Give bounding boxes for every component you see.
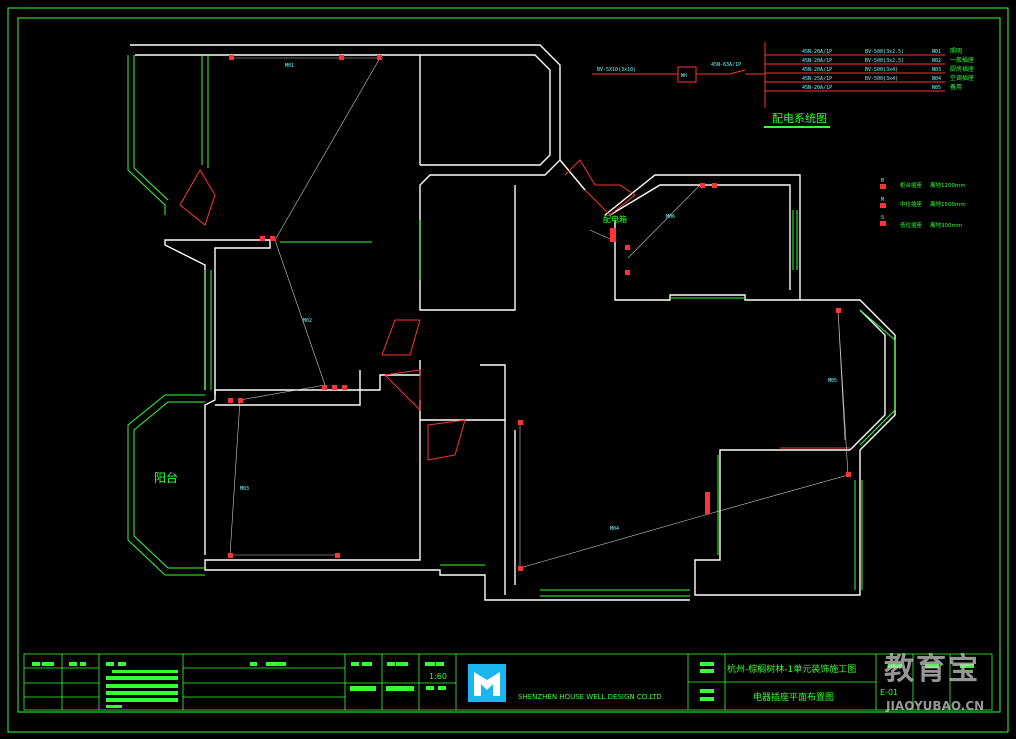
circuit-id: N05 — [932, 85, 941, 91]
wire-label: M02 — [303, 318, 312, 324]
floor-plan-walls — [130, 44, 896, 601]
panel-label: 配电箱 — [603, 214, 627, 224]
circuit-breaker: 45N-20A/1P — [802, 58, 832, 64]
watermark-url: JIAOYUBAO.CN — [886, 699, 985, 713]
distribution-system-diagram: BV-5X10(3x10) Wh 45N-63A/1P 45N-20A/1P 4… — [592, 42, 974, 128]
company-logo — [468, 664, 506, 702]
circuit-breaker: 45N-20A/1P — [802, 85, 832, 91]
legend-label: 低位插座 — [900, 221, 923, 229]
socket-legend: B M S 柜台插座 离地1200mm 中位插座 离地1500mm 低位插座 离… — [880, 178, 966, 229]
main-breaker: 45N-63A/1P — [711, 62, 741, 68]
incoming-cable: BV-5X10(3x10) — [597, 67, 636, 73]
outer-frame — [7, 7, 1009, 733]
wiring — [229, 57, 849, 569]
doors — [179, 159, 850, 461]
wire-label: M01 — [285, 63, 294, 69]
inner-frame — [17, 17, 1001, 713]
circuit-id: N04 — [932, 76, 941, 82]
legend-height: 离地300mm — [930, 221, 962, 229]
legend-mark: M — [881, 197, 884, 203]
title-block — [23, 653, 993, 711]
scale-value: 1:60 — [429, 672, 447, 681]
company-name: SHENZHEN HOUSE WELL DESIGN CO.LTD — [518, 693, 662, 701]
circuit-cable: BV-500(3x2.5) — [865, 49, 904, 55]
wire-label: M05 — [828, 378, 837, 384]
wire-label: M04 — [610, 526, 619, 532]
drawing-name: 电器插座平面布置图 — [753, 691, 834, 703]
legend-mark: B — [881, 178, 884, 184]
sockets — [228, 55, 851, 571]
meter-label: Wh — [681, 73, 687, 79]
circuit-breaker: 45N-20A/1P — [802, 67, 832, 73]
circuit-id: N03 — [932, 67, 941, 73]
circuit-id: N01 — [932, 49, 941, 55]
circuit-use: 备用 — [950, 83, 962, 91]
circuit-use: 一般插座 — [950, 56, 974, 64]
legend-height: 离地1200mm — [930, 181, 966, 189]
wire-label: M03 — [240, 486, 249, 492]
legend-height: 离地1500mm — [930, 200, 966, 208]
balcony-label: 阳台 — [154, 470, 178, 485]
circuit-use: 照明 — [950, 48, 962, 55]
circuit-breaker: 45N-25A/1P — [802, 76, 832, 82]
drawing-number: E-01 — [880, 688, 898, 697]
legend-mark: S — [881, 215, 884, 221]
watermark-text: 教育宝 — [884, 652, 980, 687]
circuit-cable: BV-500(3x2.5) — [865, 58, 904, 64]
circuit-use: 空调插座 — [950, 74, 974, 82]
circuit-cable: BV-500(3x4) — [865, 76, 898, 82]
legend-label: 柜台插座 — [900, 181, 923, 189]
project-title: 杭州-棕榈树林-1单元装饰施工图 — [727, 663, 856, 675]
windows — [127, 55, 896, 597]
circuit-cable: BV-500(3x4) — [865, 67, 898, 73]
system-diagram-title: 配电系统图 — [772, 112, 827, 125]
title-block-placeholder-text — [32, 662, 974, 708]
legend-label: 中位插座 — [900, 200, 923, 208]
circuit-id: N02 — [932, 58, 941, 64]
circuit-use: 厨房插座 — [950, 65, 974, 73]
circuit-breaker: 45N-20A/1P — [802, 49, 832, 55]
wire-label: M06 — [666, 214, 675, 220]
